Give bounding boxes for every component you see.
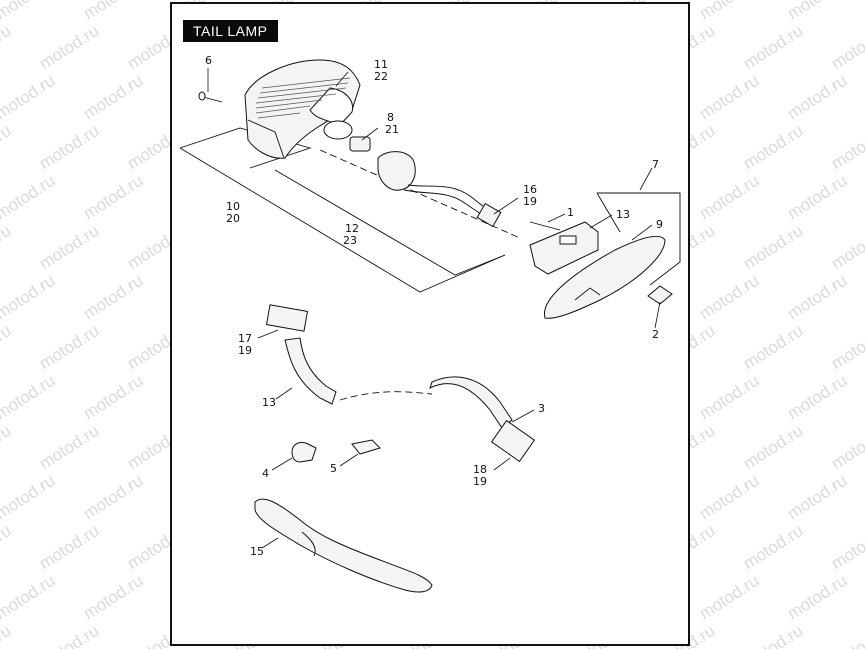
callout-10: 10 — [226, 200, 240, 213]
screw-6 — [198, 91, 223, 103]
callout-13-board: 13 — [616, 208, 630, 221]
callout-11: 11 — [374, 58, 388, 71]
callout-8: 8 — [387, 111, 394, 124]
callout-22: 22 — [374, 70, 388, 83]
callout-12: 12 — [345, 222, 359, 235]
callout-2: 2 — [652, 328, 659, 341]
terminal-5 — [351, 439, 381, 455]
lamp-lens-housing — [244, 59, 361, 159]
leader-lines — [207, 68, 661, 549]
diagram-title: TAIL LAMP — [183, 20, 278, 42]
callout-17: 17 — [238, 332, 252, 345]
callout-9: 9 — [656, 218, 663, 231]
led-board-and-lamp — [529, 221, 673, 319]
callout-19-upper: 19 — [523, 195, 537, 208]
callout-16: 16 — [523, 183, 537, 196]
wire-harness-left — [265, 304, 337, 405]
callout-20: 20 — [226, 212, 240, 225]
callout-4: 4 — [262, 467, 269, 480]
callout-23: 23 — [343, 234, 357, 247]
callout-15: 15 — [250, 545, 264, 558]
bulb-socket — [323, 120, 502, 228]
wire-harness-right — [429, 376, 536, 463]
callout-3: 3 — [538, 402, 545, 415]
trim-strip-15 — [254, 498, 433, 593]
callout-19-left: 19 — [238, 344, 252, 357]
callout-1: 1 — [567, 206, 574, 219]
callout-6: 6 — [205, 54, 212, 67]
callout-18: 18 — [473, 463, 487, 476]
callout-5: 5 — [330, 462, 337, 475]
terminal-4 — [291, 441, 317, 463]
callout-labels: 6 11 22 8 21 7 16 19 1 13 9 10 20 12 23 … — [205, 54, 663, 558]
callout-21: 21 — [385, 123, 399, 136]
callout-13-harness: 13 — [262, 396, 276, 409]
callout-7: 7 — [652, 158, 659, 171]
callout-19-right: 19 — [473, 475, 487, 488]
